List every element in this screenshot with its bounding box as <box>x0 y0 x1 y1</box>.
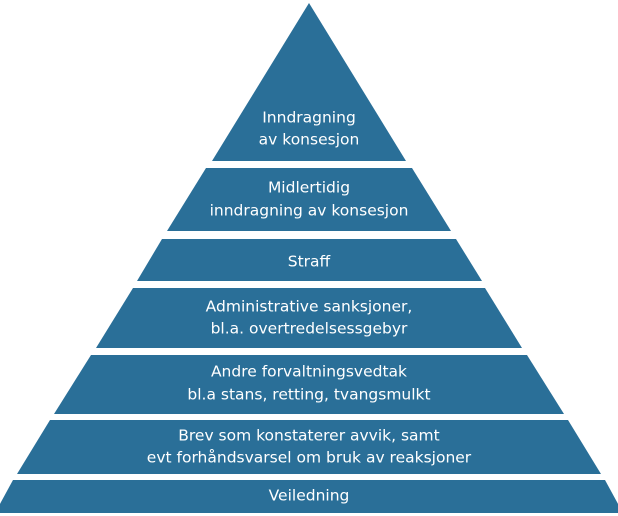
tier-3-line-1: bl.a. overtredelsessgebyr <box>211 320 408 338</box>
tier-0-line-1: av konsesjon <box>259 131 360 149</box>
tier-2-shape <box>137 239 482 281</box>
tier-3-shape <box>96 288 522 348</box>
tier-1-line-0: Midlertidig <box>268 179 350 197</box>
tier-6-line-0: Veiledning <box>269 487 350 505</box>
pyramid-tier-4: Andre forvaltningsvedtak bl.a stans, ret… <box>54 355 564 414</box>
pyramid-tier-2: Straff <box>137 239 482 281</box>
tier-0-line-0: Inndragning <box>262 109 356 127</box>
tier-5-line-1: evt forhåndsvarsel om bruk av reaksjoner <box>147 449 472 467</box>
tier-4-line-1: bl.a stans, retting, tvangsmulkt <box>187 386 430 404</box>
tier-1-shape <box>167 168 451 231</box>
pyramid-tier-1: Midlertidig inndragning av konsesjon <box>167 168 451 231</box>
tier-3-line-0: Administrative sanksjoner, <box>206 298 413 316</box>
tier-5-line-0: Brev som konstaterer avvik, samt <box>178 427 439 445</box>
tier-0-shape <box>212 3 406 161</box>
pyramid-tier-5: Brev som konstaterer avvik, samt evt for… <box>17 420 601 474</box>
tier-6-shape <box>0 480 618 513</box>
tier-2-line-0: Straff <box>288 253 331 271</box>
pyramid-tier-0: Inndragning av konsesjon <box>212 3 406 161</box>
tier-4-line-0: Andre forvaltningsvedtak <box>211 363 407 381</box>
pyramid-tier-3: Administrative sanksjoner, bl.a. overtre… <box>96 288 522 348</box>
pyramid-tier-6: Veiledning <box>0 480 618 513</box>
tier-1-line-1: inndragning av konsesjon <box>210 202 409 220</box>
tier-4-shape <box>54 355 564 414</box>
tier-5-shape <box>17 420 601 474</box>
